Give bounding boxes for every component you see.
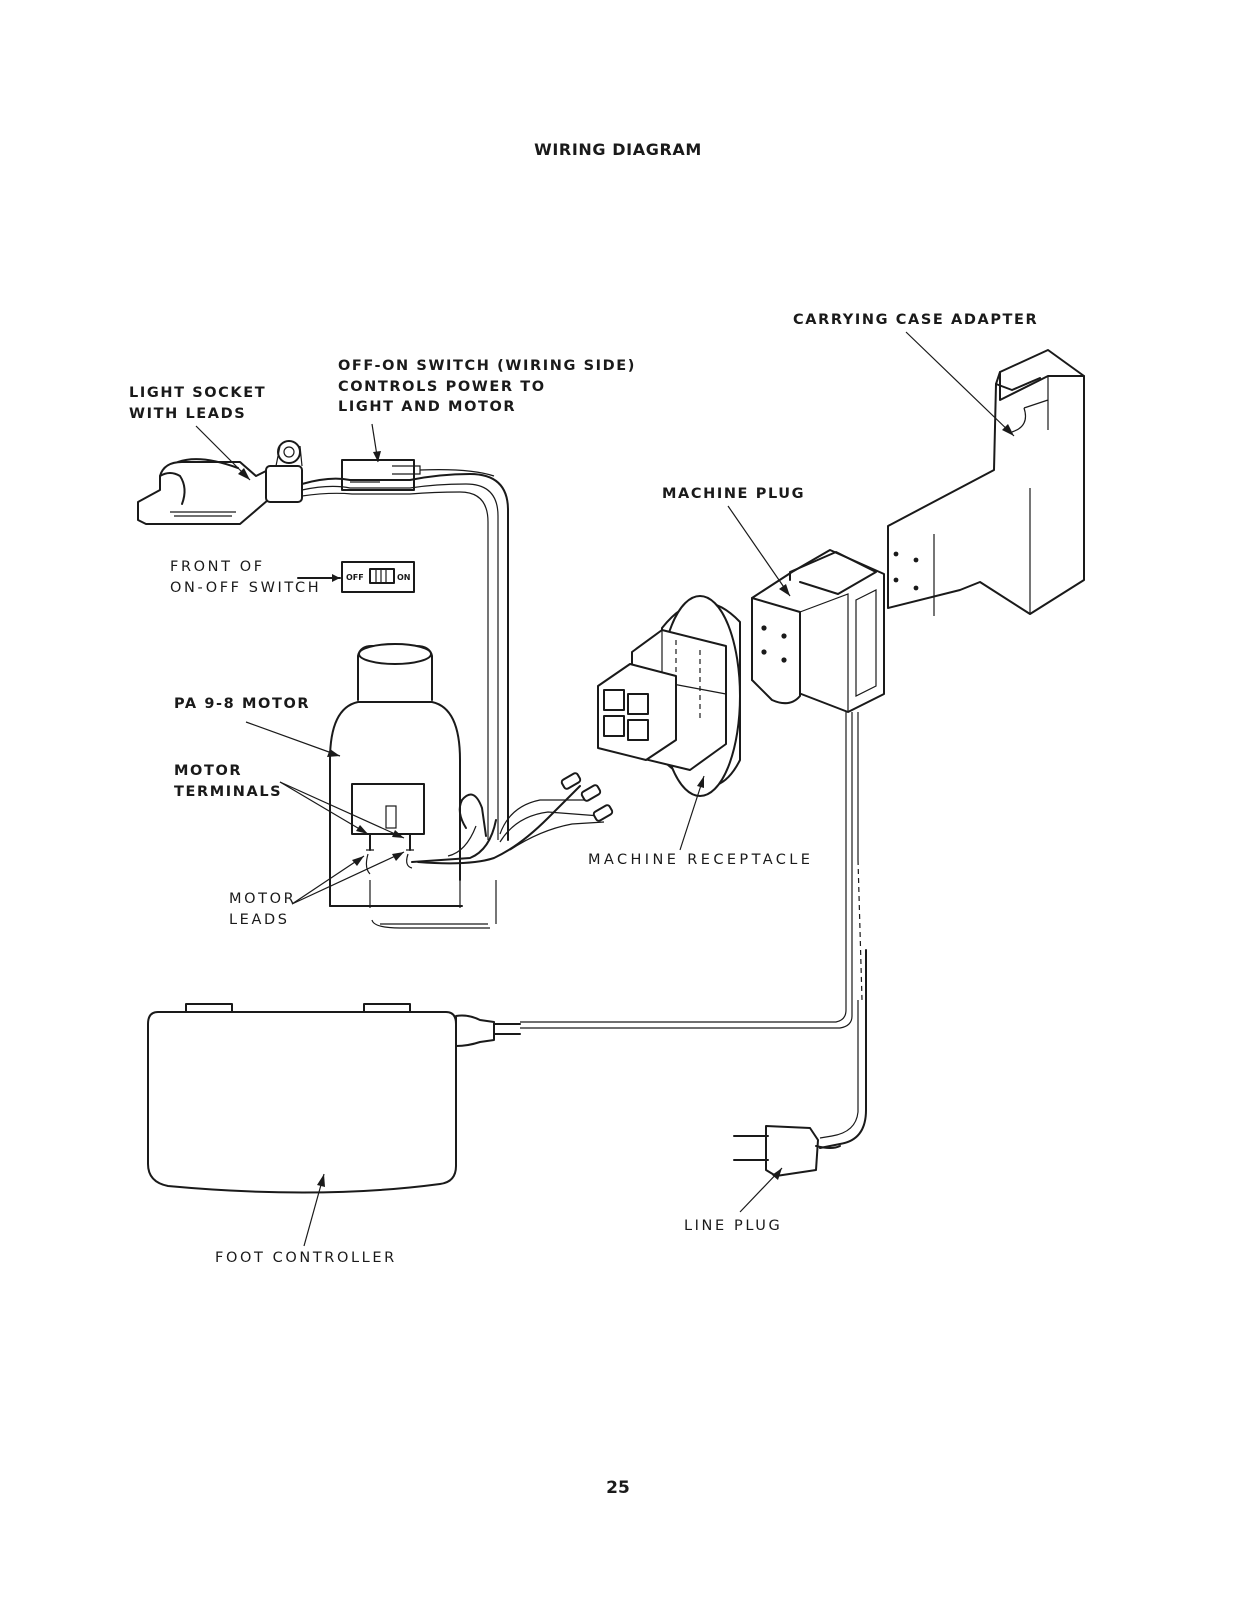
- label-machine-receptacle: MACHINE RECEPTACLE: [588, 852, 814, 868]
- pa-motor: [329, 643, 497, 929]
- label-machine-plug: MACHINE PLUG: [662, 486, 806, 502]
- page-number: 25: [606, 1478, 630, 1498]
- light-socket: [137, 440, 303, 525]
- label-motor-terminals: MOTOR TERMINALS: [174, 763, 283, 800]
- label-carrying-case-adapter: CARRYING CASE ADAPTER: [793, 312, 1039, 328]
- label-foot-controller: FOOT CONTROLLER: [215, 1250, 397, 1266]
- label-off-on-switch: OFF-ON SWITCH (WIRING SIDE) CONTROLS POW…: [338, 358, 637, 415]
- front-of-switch: OFF ON: [297, 561, 415, 593]
- label-line-plug: LINE PLUG: [684, 1218, 783, 1234]
- label-light-socket: LIGHT SOCKET WITH LEADS: [129, 385, 267, 422]
- terminal-connectors: [560, 772, 614, 822]
- switch-off-text: OFF: [346, 573, 364, 582]
- leader-lines: [195, 331, 1015, 1247]
- label-pa-motor: PA 9-8 MOTOR: [174, 696, 311, 712]
- label-motor-leads: MOTOR LEADS: [229, 891, 297, 928]
- machine-plug: [751, 549, 885, 713]
- line-plug: [733, 1125, 841, 1177]
- harness-wires: [301, 469, 509, 863]
- receptacle-leads: [417, 772, 614, 865]
- machine-plug-cable: [520, 712, 867, 1149]
- switch-on-text: ON: [397, 573, 411, 582]
- foot-controller: [147, 1003, 521, 1194]
- label-front-of-switch: FRONT OF ON-OFF SWITCH: [170, 559, 322, 596]
- carrying-case-adapter: [887, 349, 1085, 616]
- page-title: WIRING DIAGRAM: [534, 140, 702, 159]
- machine-receptacle: [597, 595, 741, 797]
- off-on-switch-wiring-side: [341, 459, 421, 491]
